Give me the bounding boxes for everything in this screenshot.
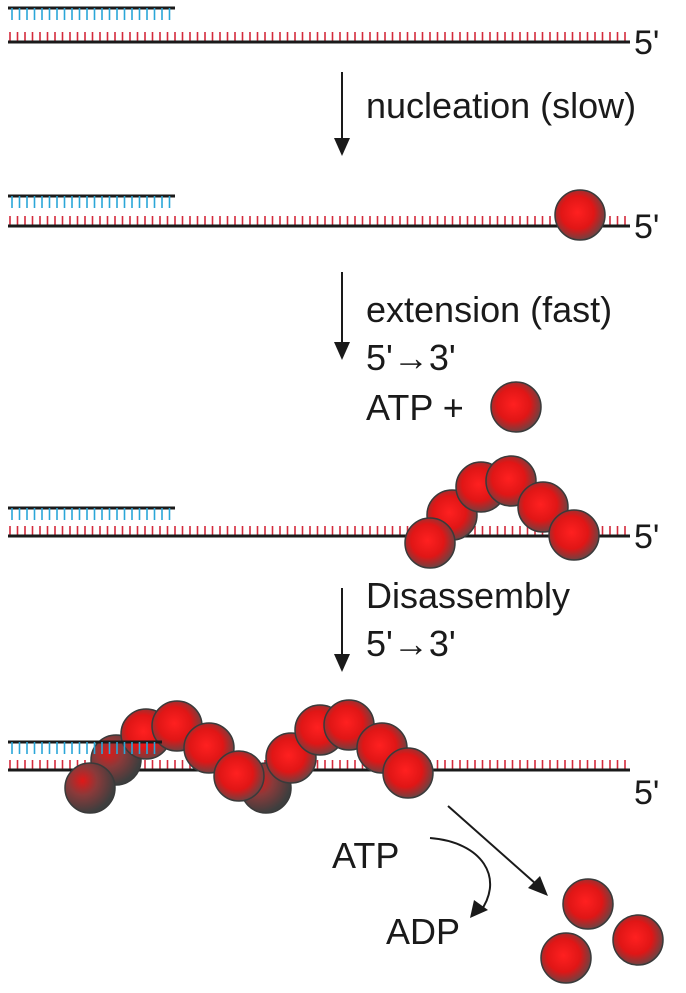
protein-monomer (404, 517, 456, 569)
adp-label: ADP (386, 911, 460, 952)
disassembly-label: Disassembly (366, 575, 570, 616)
dna-row-4: 5' (8, 699, 659, 814)
arrow-head (334, 654, 350, 672)
dna-row-2: 5' (8, 189, 659, 246)
template-ticks (9, 32, 626, 42)
protein-monomer (612, 914, 664, 966)
extension-label: extension (fast) (366, 289, 612, 330)
five-prime-label: 5' (634, 208, 659, 246)
dna-row-3: 5' (8, 455, 659, 569)
atp-plus-label: ATP + (366, 387, 464, 428)
five-prime-label: 5' (634, 518, 659, 556)
atp-hydrolysis-arrow (429, 837, 492, 913)
primer-ticks (11, 196, 171, 208)
five-prime-label: 5' (634, 774, 659, 812)
five-prime-label: 5' (634, 24, 659, 62)
release-arrow (447, 805, 537, 885)
arrow-head (334, 342, 350, 360)
released-monomers (540, 878, 664, 984)
protein-monomer (213, 750, 265, 802)
template-ticks (9, 216, 626, 226)
dna-row-1: 5' (8, 6, 659, 62)
disassembly-direction-label: 5'→3' (366, 623, 456, 664)
arrow-head (528, 876, 548, 896)
extension-direction-label: 5'→3' (366, 337, 456, 378)
protein-monomer (562, 878, 614, 930)
primer-ticks (11, 508, 171, 520)
protein-filament-disassembling (64, 699, 434, 814)
primer-ticks (11, 742, 156, 754)
protein-monomer (382, 747, 434, 799)
protein-filament (404, 455, 600, 569)
protein-monomer (540, 932, 592, 984)
protein-monomer (548, 509, 600, 561)
arrow-head (470, 900, 488, 918)
nucleation-label: nucleation (slow) (366, 85, 636, 126)
atp-label: ATP (332, 835, 399, 876)
arrow-head (334, 138, 350, 156)
primer-ticks (11, 8, 171, 20)
protein-monomer (554, 189, 606, 241)
free-protein-monomer (490, 381, 542, 433)
protein-monomer (64, 762, 116, 814)
